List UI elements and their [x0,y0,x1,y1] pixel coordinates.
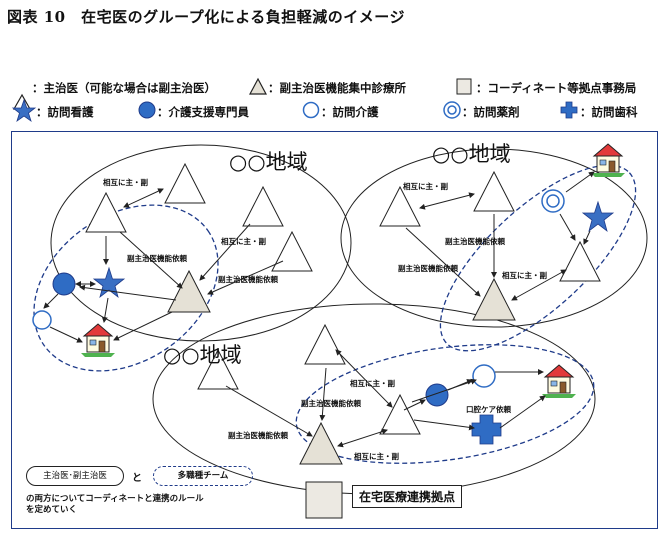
mutual-label-r3-a: 相互に主・副 [350,379,395,388]
triangle-r1-c [242,185,284,227]
triangle-r2-b [473,170,515,212]
care-manager-icon-r3 [425,383,449,407]
region-title-2: ○○地域 [432,142,511,166]
legend-coordinate: ：コーディネート等拠点事務局 [476,81,637,95]
region-title-3: ○○地域 [163,343,242,367]
team-ellipse-3 [295,344,595,464]
center-triangle-r1 [167,269,211,313]
home-care-icon-r1 [32,310,52,330]
mutual-label-r1-a: 相互に主・副 [103,178,148,187]
mutual-label-r2-b: 相互に主・副 [502,271,547,280]
oral-care-label: 口腔ケア依頼 [466,405,511,414]
legend-shapes [11,77,578,123]
figure-title: 図表 10 在宅医のグループ化による負担軽減のイメージ [7,8,405,26]
coordinate-square-icon [456,78,472,95]
request-label-r3-b: 副主治医機能依頼 [228,431,288,440]
request-label-r1-a: 副主治医機能依頼 [127,254,187,263]
note-line-1: の両方についてコーディネートと連携のルール [26,494,204,504]
legend-pharmacy: ：訪問薬剤 [462,105,520,119]
and-label: と [132,473,142,484]
nursing-star-icon-r1 [92,266,126,299]
triangle-r2-c [559,240,601,282]
dental-cross-icon-r3 [471,414,502,445]
hub-label: 在宅医療連携拠点 [352,485,463,508]
mutual-label-r3-b: 相互に主・副 [354,452,399,461]
open-circle-icon [302,101,320,119]
region-title-1: ○○地域 [229,150,308,174]
mutual-label-r2-a: 相互に主・副 [403,182,448,191]
region-ellipse-1 [50,144,352,342]
diagram-frame [11,131,658,529]
shaded-triangle-icon [249,77,267,95]
request-label-r2-a: 副主治医機能依頼 [445,237,505,246]
team-pill: 多職種チーム [153,466,253,486]
triangle-r1-a [85,191,127,233]
team-ellipse-1 [33,204,219,372]
note-line-2: を定めていく [26,505,78,515]
legend-home-care: ：訪問介護 [321,105,379,119]
center-triangle-r3 [299,421,343,465]
region-ellipse-2 [340,148,648,328]
triangle-r3-b [304,323,346,365]
mutual-label-r1-b: 相互に主・副 [221,237,266,246]
filled-circle-icon [138,101,156,119]
triangle-r2-a [379,185,421,227]
nursing-star-icon-r2 [581,200,615,233]
legend-dental: ：訪問歯科 [580,105,638,119]
legend-care-manager: ：介護支援専門員 [157,105,249,119]
center-triangle-r2 [472,277,516,321]
home-care-icon-r3 [472,364,496,388]
triangle-r1-b [164,162,206,204]
legend-nursing: ：訪問看護 [36,105,94,119]
triangle-r3-a [197,348,239,390]
star-icon [11,98,37,123]
request-label-r3-a: 副主治医機能依頼 [301,399,361,408]
legend-main-doctor: ：主治医（可能な場合は副主治医） [32,81,216,95]
request-label-r2-b: 副主治医機能依頼 [398,264,458,273]
legend-center: ：副主治医機能集中診療所 [268,81,406,95]
triangle-r3-c [379,393,421,435]
cross-icon [560,101,578,119]
doctor-pill: 主治医･副主治医 [26,466,124,486]
request-label-r1-b: 副主治医機能依頼 [218,275,278,284]
